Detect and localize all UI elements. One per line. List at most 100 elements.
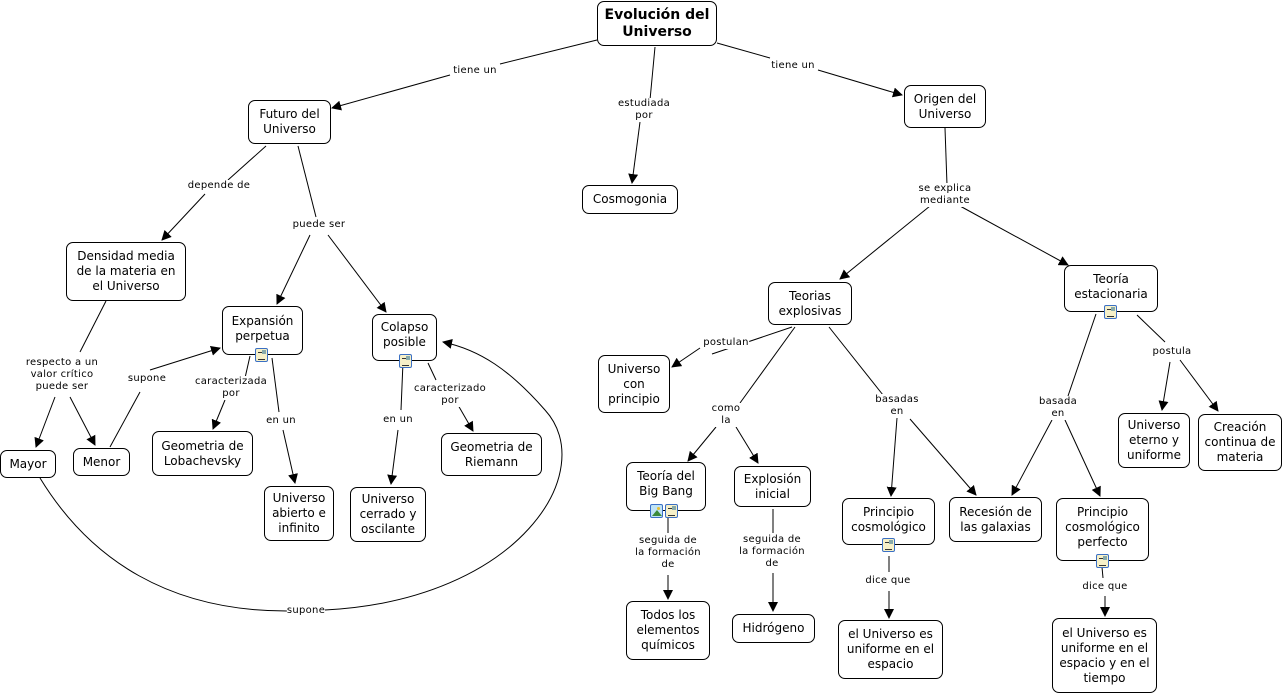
node-label: Futuro del Universo (259, 107, 320, 136)
connector-line (499, 39, 598, 65)
connector-arrow (1011, 419, 1053, 496)
node-uniforme-espacio-tiempo[interactable]: el Universo es uniforme en el espacio y … (1052, 618, 1157, 693)
node-creacion-continua[interactable]: Creación continua de materia (1198, 414, 1282, 471)
connector-line (297, 145, 317, 218)
connector-arrow (1179, 359, 1219, 412)
connector-arrow (671, 347, 701, 368)
node-label: Universo eterno y uniforme (1127, 418, 1181, 462)
node-label: Densidad media de la materia en el Unive… (76, 249, 176, 293)
node-label: Teoría estacionaria (1074, 272, 1148, 301)
link-en-un: en un (266, 415, 296, 427)
node-cosmogonia[interactable]: Cosmogonia (582, 185, 678, 214)
connector-line (739, 326, 796, 404)
node-label: Colapso posible (380, 320, 429, 349)
link-se-explica-mediante: se explica mediante (918, 183, 972, 207)
resources-colapso (399, 354, 412, 368)
link-como-la: como la (711, 403, 741, 427)
node-label: Principio cosmológico perfecto (1065, 505, 1140, 549)
node-universo-eterno[interactable]: Universo eterno y uniforme (1118, 413, 1190, 468)
connector-arrow (149, 345, 221, 371)
connector-arrow (331, 74, 451, 111)
node-menor[interactable]: Menor (73, 448, 130, 476)
connector-line (79, 300, 107, 353)
node-teorias-explosivas[interactable]: Teorias explosivas (768, 282, 852, 325)
connector-line (227, 145, 267, 181)
node-label: Geometria de Lobachevsky (161, 438, 244, 468)
node-label: Mayor (9, 456, 47, 471)
node-futuro[interactable]: Futuro del Universo (248, 100, 331, 144)
connector-line (1101, 566, 1104, 579)
node-principio-perfecto[interactable]: Principio cosmológico perfecto (1056, 498, 1149, 561)
link-postulan: postulan (703, 337, 749, 349)
link-puede-ser: puede ser (292, 219, 346, 231)
node-label: Hidrógeno (742, 621, 805, 635)
node-lobachevsky[interactable]: Geometria de Lobachevsky (152, 431, 253, 476)
node-explosion-inicial[interactable]: Explosión inicial (734, 466, 811, 507)
node-colapso[interactable]: Colapso posible (372, 314, 437, 361)
node-label: el Universo es uniforme en el espacio (846, 627, 935, 671)
link-tiene-un: tiene un (771, 60, 815, 72)
node-principio-cosmologico[interactable]: Principio cosmológico (842, 498, 935, 545)
connector-line (109, 391, 141, 448)
note-icon[interactable] (255, 348, 268, 362)
connector-supone-colapso (324, 339, 563, 611)
connector-arrow (387, 429, 399, 485)
connector-line (828, 326, 884, 396)
connector-arrow (282, 429, 298, 484)
link-basadas-en: basadas en (875, 394, 919, 418)
node-label: Universo con principio (607, 361, 661, 406)
node-todos-elementos[interactable]: Todos los elementos químicos (626, 601, 710, 660)
connector-arrow (909, 418, 977, 496)
image-icon[interactable] (650, 504, 663, 518)
connector-line (944, 127, 948, 186)
node-label: Explosión inicial (743, 471, 802, 501)
connector-mayor-supone (39, 477, 291, 612)
resources-expansion (255, 348, 268, 362)
node-expansion[interactable]: Expansión perpetua (222, 306, 303, 355)
node-evolucion-del-universo[interactable]: Evolución del Universo (597, 1, 717, 46)
node-label: Principio cosmológico (851, 505, 926, 534)
link-supone: supone (127, 373, 167, 385)
resources-big-bang (650, 504, 678, 518)
note-icon[interactable] (399, 354, 412, 368)
connector-arrow (1158, 361, 1171, 411)
node-label: Teoría del Big Bang (637, 469, 695, 498)
connector-line (1067, 313, 1097, 397)
link-seguida-formacion: seguida de la formación de (739, 534, 805, 570)
connector-arrow (211, 399, 226, 430)
node-label: Universo cerrado y oscilante (359, 492, 417, 536)
connector-arrow (628, 121, 641, 184)
node-label: Evolución del Universo (604, 6, 710, 40)
connector-arrow (817, 69, 903, 98)
node-recesion-galaxias[interactable]: Recesión de las galaxias (949, 497, 1042, 542)
note-icon[interactable] (665, 504, 678, 518)
node-universo-abierto[interactable]: Universo abierto e infinito (264, 486, 334, 541)
link-estudiada-por: estudiada por (617, 98, 671, 122)
node-label: Universo abierto e infinito (272, 491, 326, 535)
node-label: Cosmogonia (592, 192, 668, 206)
link-tiene-un: tiene un (453, 65, 497, 77)
note-icon[interactable] (1104, 305, 1117, 319)
connector-arrow (886, 417, 898, 497)
node-riemann[interactable]: Geometria de Riemann (441, 433, 542, 476)
note-icon[interactable] (882, 538, 895, 552)
connector-arrow (327, 234, 387, 313)
connector-arrow (1064, 419, 1101, 497)
node-universo-con-principio[interactable]: Universo con principio (598, 355, 670, 413)
node-label: Todos los elementos químicos (636, 608, 700, 652)
node-big-bang[interactable]: Teoría del Big Bang (626, 462, 706, 511)
node-uniforme-espacio[interactable]: el Universo es uniforme en el espacio (838, 620, 943, 679)
note-icon[interactable] (1096, 554, 1109, 568)
node-densidad[interactable]: Densidad media de la materia en el Unive… (66, 242, 186, 301)
connector-line (1136, 314, 1166, 343)
link-caracterizada-por: caracterizada por (194, 376, 268, 400)
link-en-un: en un (383, 414, 413, 426)
node-label: Expansión perpetua (231, 314, 294, 343)
connector-line (711, 326, 793, 355)
node-origen[interactable]: Origen del Universo (904, 85, 986, 128)
connector-line (244, 355, 251, 379)
node-hidrogeno[interactable]: Hidrógeno (732, 614, 815, 643)
node-universo-cerrado[interactable]: Universo cerrado y oscilante (350, 487, 426, 542)
node-mayor[interactable]: Mayor (0, 450, 56, 478)
